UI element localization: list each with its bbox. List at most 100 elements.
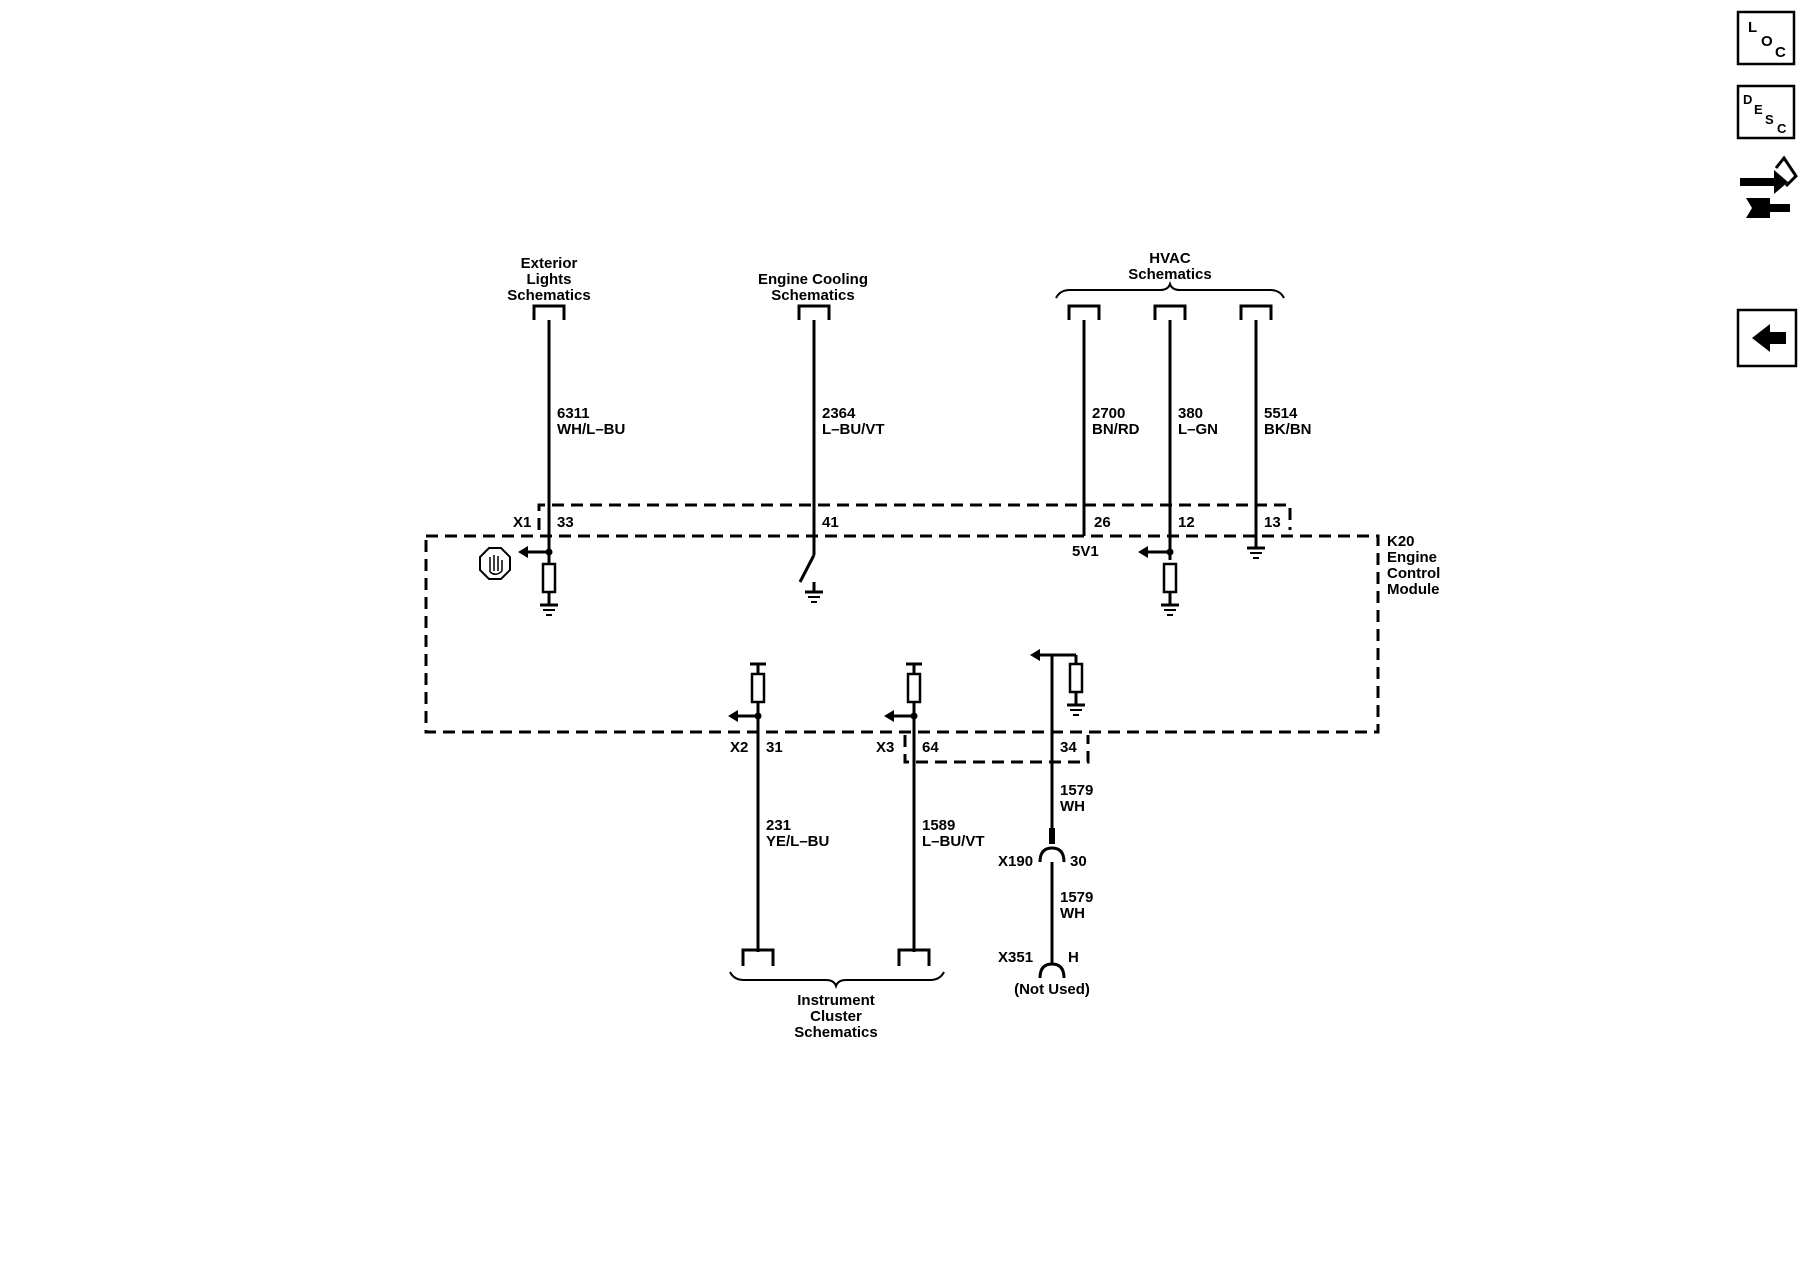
wrench-shape	[1746, 198, 1790, 218]
instrument-cluster-line-3: Schematics	[794, 1024, 877, 1041]
loc-button-frame	[1736, 10, 1796, 66]
instrument-cluster-line-2: Cluster	[810, 1008, 862, 1025]
connector-x1-outline	[537, 503, 1292, 530]
wire-1579a-color: WH	[1060, 798, 1085, 815]
terminal-engine-cooling	[797, 304, 831, 320]
connector-x2-label: X2	[730, 739, 748, 756]
pin-34: 34	[1060, 739, 1077, 756]
pin13-ground	[1247, 546, 1265, 559]
hvac-schematics-label[interactable]: HVAC Schematics	[1128, 250, 1211, 283]
wire-380-color: L–GN	[1178, 421, 1218, 438]
exterior-lights-schematics-label[interactable]: Exterior Lights Schematics	[507, 255, 590, 304]
wire-380-label: 380 L–GN	[1178, 405, 1218, 438]
pin-31: 31	[766, 739, 783, 756]
repair-procedure-icon[interactable]	[1740, 155, 1798, 218]
engine-cooling-line-2: Schematics	[771, 287, 854, 304]
pin-26: 26	[1094, 514, 1111, 531]
terminal-instrument-cluster-1	[741, 948, 775, 966]
engine-cooling-schematics-label[interactable]: Engine Cooling Schematics	[758, 271, 868, 304]
desc-button-frame	[1736, 84, 1796, 140]
exterior-lights-line-3: Schematics	[507, 287, 590, 304]
pin33-internal-circuit	[518, 546, 558, 616]
hvac-line-1: HVAC	[1149, 250, 1191, 267]
k20-line-1: K20	[1387, 533, 1415, 550]
k20-line-3: Control	[1387, 565, 1440, 582]
pin41-switch-circuit	[798, 554, 823, 603]
wire-1589-circuit: 1589	[922, 817, 955, 834]
wire-1579b-label: 1579 WH	[1060, 889, 1093, 922]
wire-5514-label: 5514 BK/BN	[1264, 405, 1312, 438]
pin-13: 13	[1264, 514, 1281, 531]
k20-line-2: Engine	[1387, 549, 1437, 566]
desc-letter-e: E	[1754, 102, 1763, 117]
loc-button[interactable]: L O C	[1736, 10, 1796, 66]
wire-1589-label: 1589 L–BU/VT	[922, 817, 985, 850]
terminal-instrument-cluster-2	[897, 948, 931, 966]
wire-5514-color: BK/BN	[1264, 421, 1312, 438]
wire-2364-circuit: 2364	[822, 405, 856, 422]
connector-x3-label: X3	[876, 739, 894, 756]
wire-231-color: YE/L–BU	[766, 833, 829, 850]
pin34-internal-circuit	[1030, 649, 1085, 770]
wire-2364-label: 2364 L–BU/VT	[822, 405, 885, 438]
loc-letter-l: L	[1748, 19, 1757, 36]
engine-cooling-line-1: Engine Cooling	[758, 271, 868, 288]
terminal-hvac-3	[1239, 304, 1273, 320]
pin64-internal-circuit	[884, 662, 922, 722]
wire-6311-color: WH/L–BU	[557, 421, 625, 438]
desc-button[interactable]: D E S C	[1736, 84, 1796, 140]
terminal-hvac-2	[1153, 304, 1187, 320]
wire-231-label: 231 YE/L–BU	[766, 817, 829, 850]
connector-x190	[1038, 828, 1066, 863]
wire-6311-circuit: 6311	[557, 405, 590, 422]
k20-module-label[interactable]: K20 Engine Control Module	[1387, 533, 1440, 598]
wire-1579b-color: WH	[1060, 905, 1085, 922]
pin-h: H	[1068, 949, 1079, 966]
instrument-cluster-bracket	[729, 971, 945, 990]
wire-1579a-label: 1579 WH	[1060, 782, 1093, 815]
connector-x190-label: X190	[998, 853, 1033, 870]
pin-64: 64	[922, 739, 939, 756]
wire-1579b-circuit: 1579	[1060, 889, 1093, 906]
wire-380-circuit: 380	[1178, 405, 1203, 422]
loc-letter-c: C	[1775, 44, 1786, 61]
wire-2700-circuit: 2700	[1092, 405, 1125, 422]
pin-30: 30	[1070, 853, 1087, 870]
instrument-cluster-schematics-label[interactable]: Instrument Cluster Schematics	[794, 992, 877, 1041]
connector-x3-outline	[903, 735, 1090, 764]
hand-outline	[1774, 155, 1798, 188]
wire-6311-label: 6311 WH/L–BU	[557, 405, 625, 438]
pin12-internal-circuit	[1138, 546, 1179, 616]
wire-1589-color: L–BU/VT	[922, 833, 985, 850]
pin31-internal-circuit	[728, 662, 766, 722]
desc-letter-d: D	[1743, 92, 1752, 107]
wire-2700-label: 2700 BN/RD	[1092, 405, 1140, 438]
arrow-right-shape	[1740, 170, 1788, 194]
terminal-hvac-1	[1067, 304, 1101, 320]
wire-2364-color: L–BU/VT	[822, 421, 885, 438]
pin-41: 41	[822, 514, 839, 531]
connector-x1-label: X1	[513, 514, 531, 531]
hvac-bracket	[1055, 280, 1285, 299]
pin-12: 12	[1178, 514, 1195, 531]
hvac-line-2: Schematics	[1128, 266, 1211, 283]
k20-line-4: Module	[1387, 581, 1440, 598]
back-button[interactable]	[1736, 308, 1798, 368]
exterior-lights-line-1: Exterior	[521, 255, 578, 272]
wire-5514-circuit: 5514	[1264, 405, 1298, 422]
wire-1579a-circuit: 1579	[1060, 782, 1093, 799]
instrument-cluster-line-1: Instrument	[797, 992, 875, 1009]
desc-letter-s: S	[1765, 112, 1774, 127]
arrow-left-icon	[1752, 324, 1786, 352]
ref-5v-label: 5V1	[1072, 543, 1099, 560]
k20-module-outline	[424, 534, 1380, 734]
connector-x351-label: X351	[998, 949, 1033, 966]
wire-2700-color: BN/RD	[1092, 421, 1140, 438]
loc-letter-o: O	[1761, 33, 1773, 50]
exterior-lights-line-2: Lights	[527, 271, 572, 288]
wire-231-circuit: 231	[766, 817, 791, 834]
desc-letter-c: C	[1777, 121, 1787, 136]
terminal-exterior-lights	[532, 304, 566, 320]
hand-warning-icon	[479, 547, 511, 580]
not-used-label: (Not Used)	[1014, 981, 1090, 998]
